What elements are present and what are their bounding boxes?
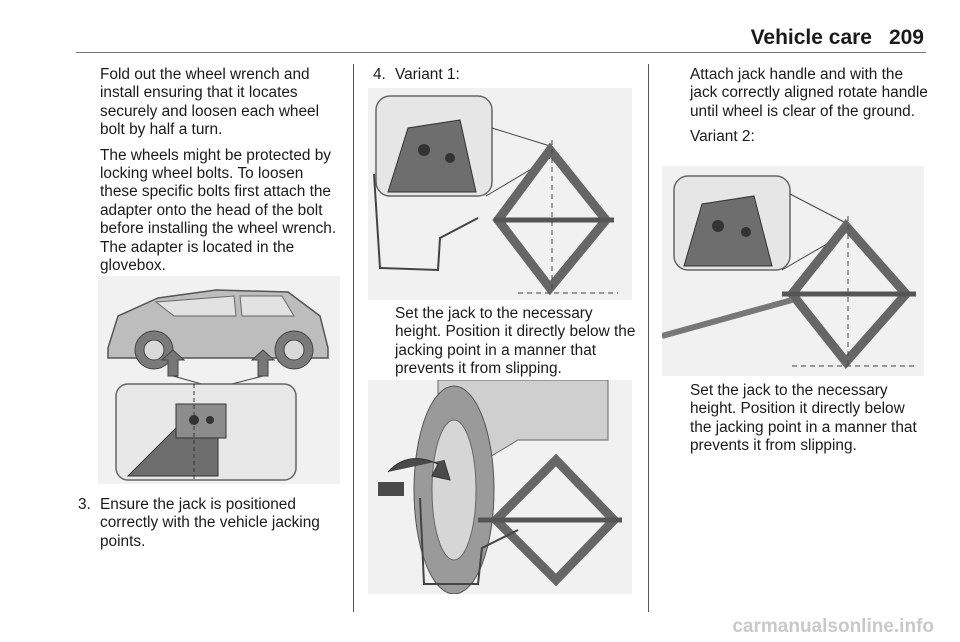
figure-jack-under-car	[368, 380, 632, 594]
column-divider-2	[648, 64, 649, 612]
step-4: 4. Variant 1:	[373, 66, 635, 84]
step-text: Ensure the jack is positioned correctly …	[100, 496, 320, 550]
page-number: 209	[888, 26, 924, 49]
paragraph-set-jack-height-2: Set the jack to the necessary height. Po…	[690, 382, 917, 455]
paragraph-attach-handle: Attach jack handle and with the jack cor…	[690, 66, 928, 120]
figure-jack-variant-2	[662, 166, 924, 376]
figure-jack-variant-1	[368, 88, 632, 300]
step-text: Variant 1:	[395, 66, 460, 83]
paragraph-variant-2-label: Variant 2:	[690, 128, 755, 146]
step-number: 3.	[78, 496, 91, 513]
column-3-text: Set the jack to the necessary height. Po…	[690, 382, 930, 463]
step-3: 3. Ensure the jack is positioned correct…	[78, 496, 342, 551]
column-divider-1	[353, 64, 354, 612]
figure-car-jacking-points	[98, 276, 340, 484]
running-header-title: Vehicle care	[750, 26, 872, 49]
watermark: carmanualsonline.info	[732, 616, 934, 637]
column-3: Attach jack handle and with the jack cor…	[690, 66, 930, 154]
step-number: 4.	[373, 66, 386, 83]
column-2-text: Set the jack to the necessary height. Po…	[395, 305, 637, 386]
paragraph-locking-bolts: The wheels might be protected by locking…	[100, 146, 337, 275]
paragraph-loosen-bolts: Fold out the wheel wrench and install en…	[100, 66, 320, 139]
column-1: Fold out the wheel wrench and install en…	[100, 66, 342, 282]
header-rule	[76, 52, 926, 53]
paragraph-set-jack-height: Set the jack to the necessary height. Po…	[395, 305, 636, 378]
